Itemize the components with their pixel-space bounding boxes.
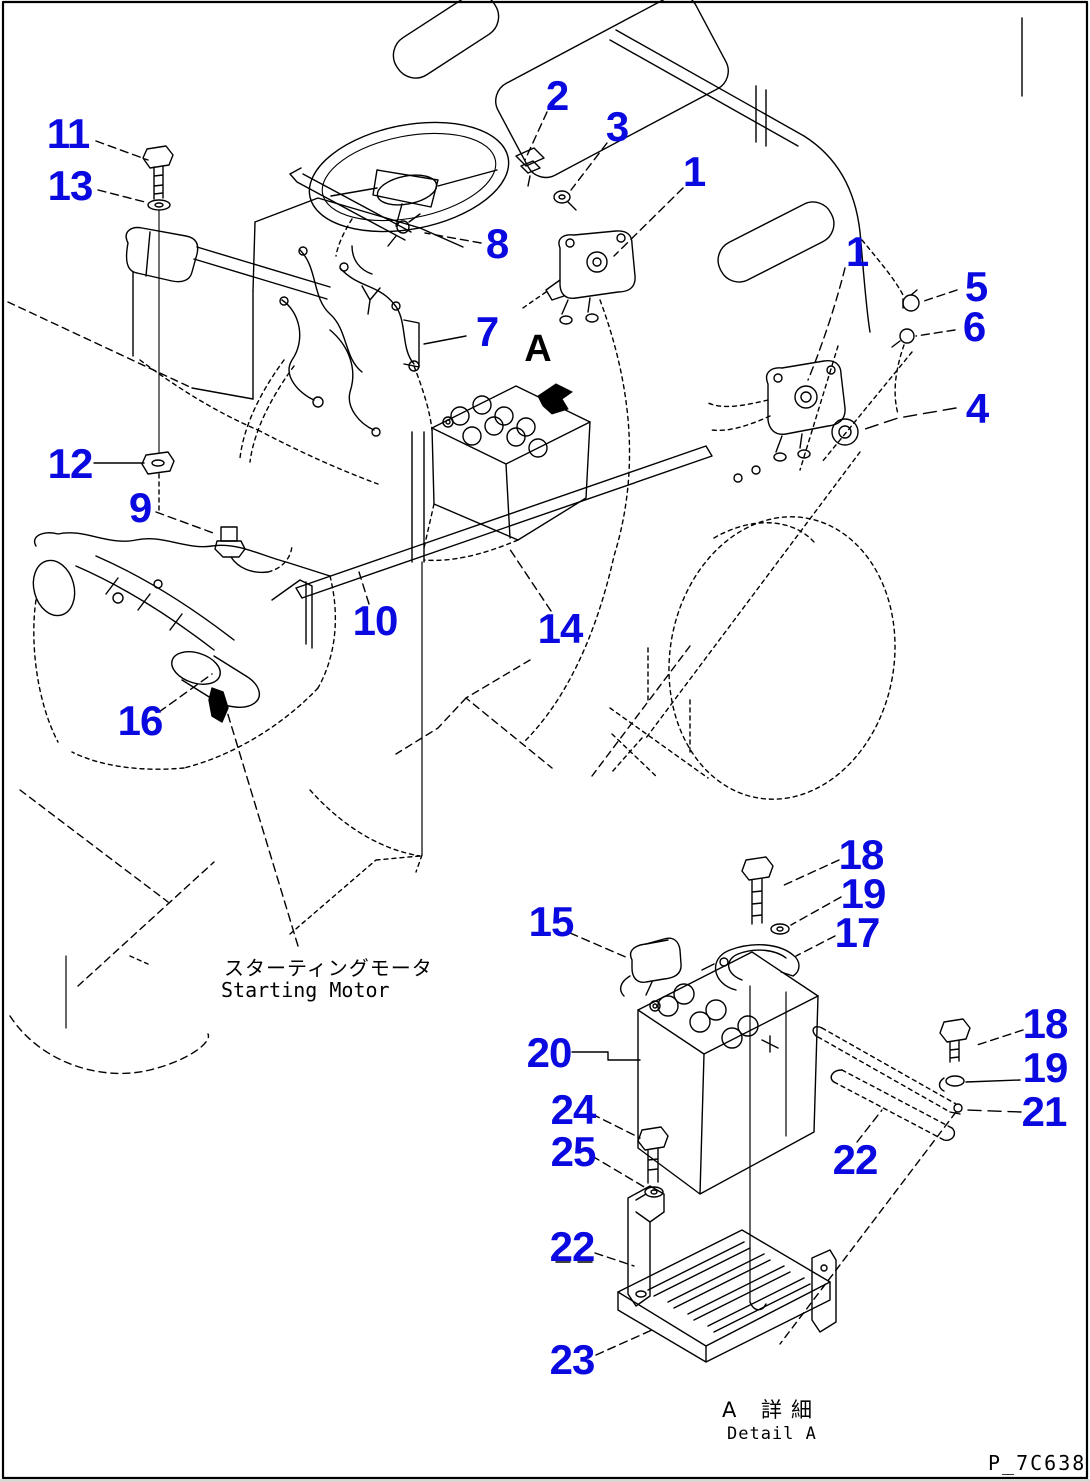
starting-motor-label-en: Starting Motor xyxy=(221,978,390,1002)
wiring-harness xyxy=(240,246,432,462)
frame-lines-center xyxy=(290,646,690,934)
part-label: 17 xyxy=(834,909,881,956)
starting-motor-pinion xyxy=(209,688,228,722)
starting-motor-label-jp: スターティングモータ xyxy=(224,956,433,980)
nut-12 xyxy=(142,452,174,512)
part-label: 5 xyxy=(964,263,988,310)
part-label: 2 xyxy=(545,72,569,119)
detail-a-title-jp: A 詳細 xyxy=(722,1398,822,1422)
clip-5 xyxy=(903,290,919,311)
view-marker-a: A xyxy=(524,328,552,370)
part-label: 9 xyxy=(128,484,152,531)
page-border xyxy=(3,2,1087,1478)
part-label: 12 xyxy=(47,440,94,487)
part-label: 10 xyxy=(352,597,399,644)
document-code: P_7C638 xyxy=(988,1451,1087,1475)
detail-a-title-en: Detail A xyxy=(727,1424,817,1444)
connector-15 xyxy=(621,938,681,996)
washer-19-right xyxy=(940,1076,965,1091)
leader-lines xyxy=(94,112,1023,1355)
part-label: 4 xyxy=(965,385,989,432)
part-label: 11 xyxy=(46,110,90,157)
harness-bracket xyxy=(404,320,419,367)
ring-3 xyxy=(554,191,576,210)
part-label: 19 xyxy=(840,870,887,917)
battery-tray-23 xyxy=(618,1230,836,1362)
operator-seat xyxy=(385,0,1022,332)
part-label: 23 xyxy=(549,1336,596,1383)
washer-25 xyxy=(645,1187,663,1197)
bracket-22-left xyxy=(628,1186,664,1306)
part-label: 6 xyxy=(962,303,986,350)
part-label: 18 xyxy=(1022,1000,1069,1047)
relay-left xyxy=(520,231,635,324)
part-label: 25 xyxy=(550,1128,597,1175)
washer-19-top xyxy=(771,924,789,934)
bolt-11 xyxy=(143,146,173,199)
relay-right xyxy=(706,346,912,482)
bolt-24 xyxy=(638,1127,668,1183)
clip-6 xyxy=(892,329,914,414)
part-label: 7 xyxy=(475,308,499,355)
part-label: 22 xyxy=(832,1136,879,1183)
part-label: 1 xyxy=(845,228,869,275)
console xyxy=(8,198,463,484)
part-label: 15 xyxy=(528,898,575,945)
rear-housing xyxy=(524,300,917,817)
switch-2 xyxy=(516,148,544,186)
grommet-4 xyxy=(832,419,858,445)
holddown-strap-17 xyxy=(702,945,799,990)
bolt-18-top xyxy=(742,857,773,924)
part-label: 19 xyxy=(1022,1044,1069,1091)
view-direction-arrow xyxy=(538,384,572,414)
holddown-rod-22 xyxy=(780,1070,956,1344)
part-label: 21 xyxy=(1021,1088,1068,1135)
part-label: 22 xyxy=(549,1223,596,1270)
ignition-switch xyxy=(397,221,409,233)
part-label: 8 xyxy=(485,220,509,267)
holddown-frame-21 xyxy=(813,1027,962,1114)
battery-main xyxy=(296,386,712,872)
steering-wheel xyxy=(290,107,518,256)
bolt-18-right xyxy=(940,1019,970,1062)
part-label: 20 xyxy=(526,1029,573,1076)
engine xyxy=(10,533,335,1074)
detail-a-battery xyxy=(638,952,818,1310)
part-label: 13 xyxy=(47,162,94,209)
sensor-9 xyxy=(215,527,292,572)
part-label: 1 xyxy=(682,148,706,195)
scan-edge-strip xyxy=(0,1479,1090,1482)
part-label: 14 xyxy=(537,605,584,652)
part-label: 24 xyxy=(550,1086,597,1133)
part-label: 16 xyxy=(117,697,164,744)
starting-motor xyxy=(168,646,260,722)
washer-13 xyxy=(148,200,170,452)
part-label: 3 xyxy=(605,103,629,150)
part-label: 18 xyxy=(838,831,885,878)
